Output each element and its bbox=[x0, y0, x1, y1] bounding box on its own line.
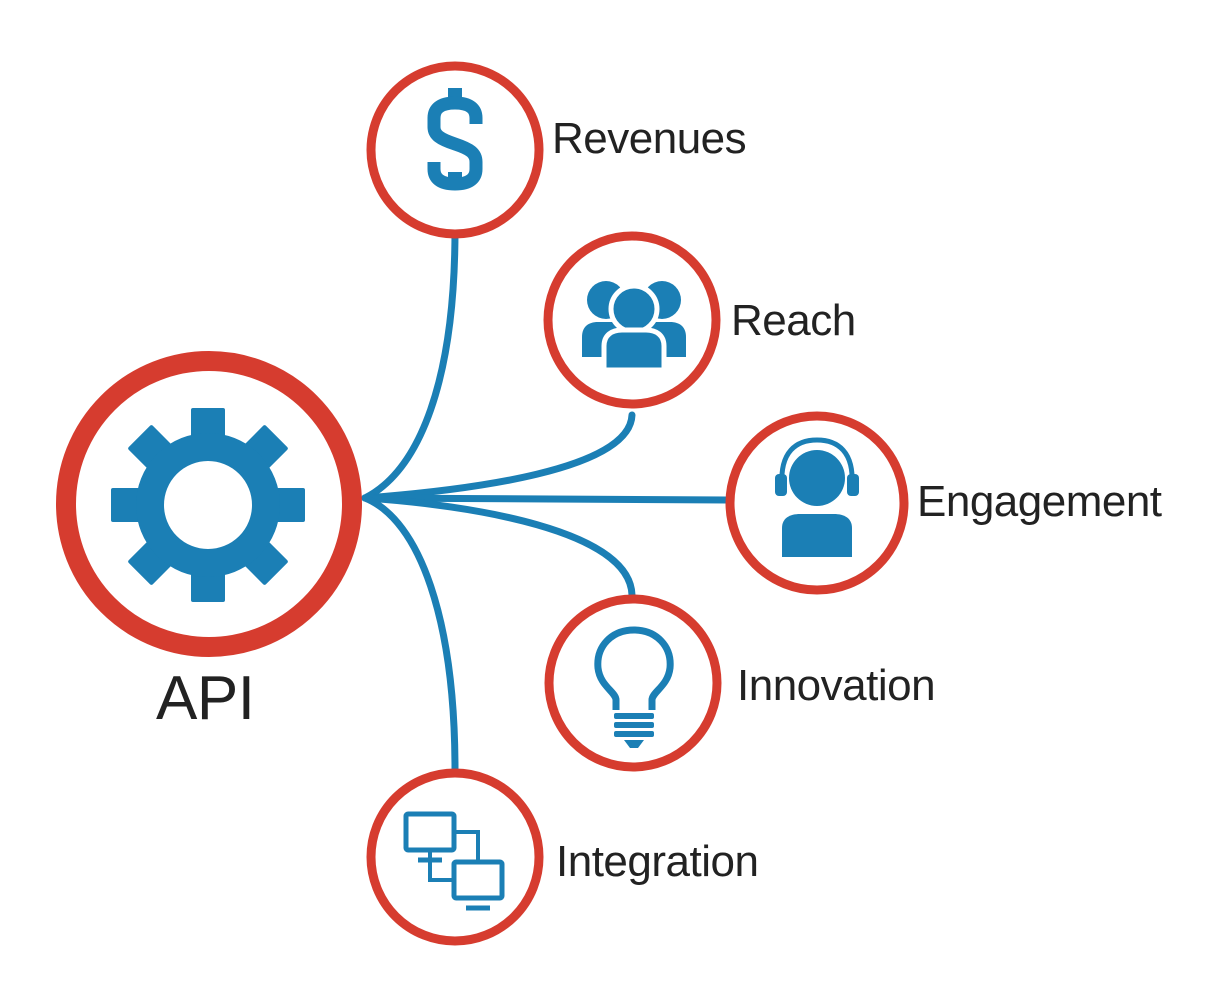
engagement-node bbox=[725, 411, 909, 595]
connector-innovation bbox=[361, 494, 636, 599]
reach-label: Reach bbox=[731, 296, 856, 345]
connector-integration bbox=[361, 494, 459, 774]
api-ring bbox=[56, 351, 362, 657]
connectors bbox=[361, 226, 731, 774]
revenues-node bbox=[366, 61, 544, 239]
innovation-node bbox=[544, 594, 722, 772]
connector-reach bbox=[361, 411, 636, 502]
lightbulb-icon bbox=[594, 626, 674, 748]
headset-user-icon bbox=[775, 437, 859, 557]
api-node bbox=[56, 351, 362, 657]
gear-icon bbox=[111, 408, 305, 602]
api-label: API bbox=[156, 664, 255, 733]
engagement-label: Engagement bbox=[917, 477, 1162, 526]
people-group-icon bbox=[582, 281, 686, 373]
connector-engagement bbox=[361, 494, 731, 504]
connected-computers-icon bbox=[403, 811, 505, 911]
innovation-label: Innovation bbox=[737, 661, 936, 710]
reach-node bbox=[543, 231, 721, 409]
revenues-label: Revenues bbox=[552, 114, 747, 163]
dollar-icon bbox=[427, 88, 483, 191]
connector-revenues bbox=[361, 226, 459, 502]
integration-node bbox=[366, 768, 544, 946]
integration-label: Integration bbox=[556, 837, 759, 886]
